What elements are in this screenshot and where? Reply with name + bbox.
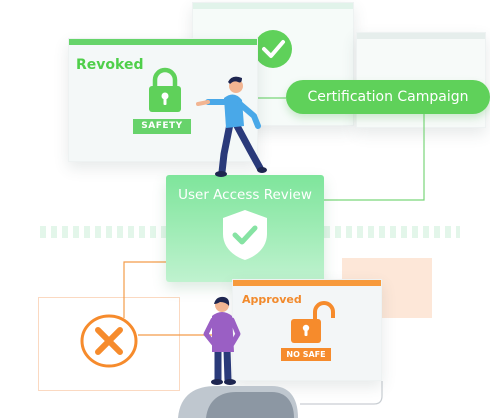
safety-badge: SAFETY xyxy=(133,119,191,134)
certification-campaign-pill: Certification Campaign xyxy=(286,80,490,114)
card-top-bar xyxy=(357,33,485,39)
card-top-bar xyxy=(233,280,381,286)
decorative-orange-outline xyxy=(38,297,180,391)
person-standing-figure xyxy=(203,296,241,385)
review-title: User Access Review xyxy=(178,187,312,203)
approved-card: Approved NO SAFE xyxy=(232,279,382,381)
platform-pedestal xyxy=(178,386,298,418)
lock-closed-icon xyxy=(149,67,181,112)
approved-title: Approved xyxy=(242,293,302,306)
revoked-title: Revoked xyxy=(76,57,144,73)
shield-check-icon xyxy=(223,210,267,260)
no-safe-badge: NO SAFE xyxy=(281,348,331,361)
lock-open-icon xyxy=(291,301,335,343)
x-circle-icon xyxy=(80,314,138,368)
card-top-bar xyxy=(193,3,353,9)
person-pointing-figure xyxy=(196,76,267,177)
check-circle-icon xyxy=(254,30,292,68)
card-top-bar xyxy=(69,39,257,45)
user-access-review-card: User Access Review xyxy=(166,175,324,282)
